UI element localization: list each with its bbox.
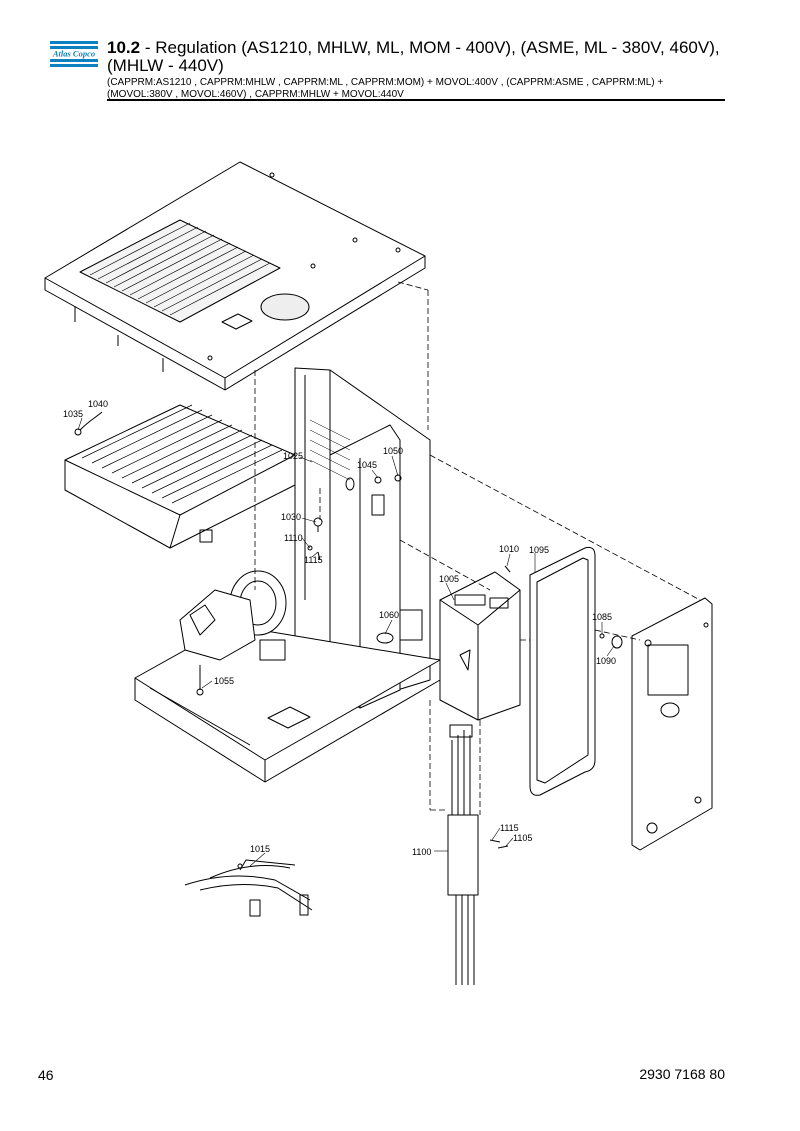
document-number: 2930 7168 80 <box>639 1066 725 1082</box>
header-rule <box>107 99 725 101</box>
small-parts <box>307 474 623 849</box>
callout-1025: 1025 <box>283 451 303 461</box>
configuration-codes: (CAPPRM:AS1210 , CAPPRM:MHLW , CAPPRM:ML… <box>107 77 664 100</box>
logo-wordmark: Atlas Copco <box>52 49 95 59</box>
callout-1115-top: 1115 <box>304 555 323 565</box>
power-module <box>447 724 479 985</box>
callout-1085: 1085 <box>592 612 612 622</box>
callout-1115-bottom: 1115 <box>500 823 519 833</box>
compressor-element <box>179 570 287 696</box>
top-cover-panel <box>44 161 426 391</box>
callout-1040: 1040 <box>88 399 108 409</box>
section-title: - Regulation (AS1210, MHLW, ML, MOM - 40… <box>107 38 720 75</box>
callout-1055: 1055 <box>214 676 234 686</box>
callout-1095: 1095 <box>529 545 549 555</box>
control-cabinet <box>439 571 521 721</box>
callout-1100: 1100 <box>412 847 431 857</box>
page-number: 46 <box>38 1067 54 1083</box>
callout-1005: 1005 <box>439 574 459 584</box>
page-title: 10.2 - Regulation (AS1210, MHLW, ML, MOM… <box>107 39 725 75</box>
callout-1090: 1090 <box>596 656 616 666</box>
callout-1010: 1010 <box>499 544 519 554</box>
wiring-harness <box>184 859 313 917</box>
callout-1110: 1110 <box>284 533 303 543</box>
section-header: 10.2 - Regulation (AS1210, MHLW, ML, MOM… <box>107 39 725 101</box>
callout-1045: 1045 <box>357 460 377 470</box>
front-door-panel <box>631 597 713 851</box>
callout-1050: 1050 <box>383 446 403 456</box>
cooler-block <box>64 404 296 549</box>
callout-1105: 1105 <box>513 833 532 843</box>
callout-1060: 1060 <box>379 610 399 620</box>
door-seal <box>529 546 596 796</box>
callout-1035: 1035 <box>63 409 83 419</box>
section-number: 10.2 <box>107 38 141 57</box>
callout-1030: 1030 <box>281 512 301 522</box>
callout-1015: 1015 <box>250 844 270 854</box>
atlas-copco-logo: Atlas Copco <box>50 41 98 67</box>
